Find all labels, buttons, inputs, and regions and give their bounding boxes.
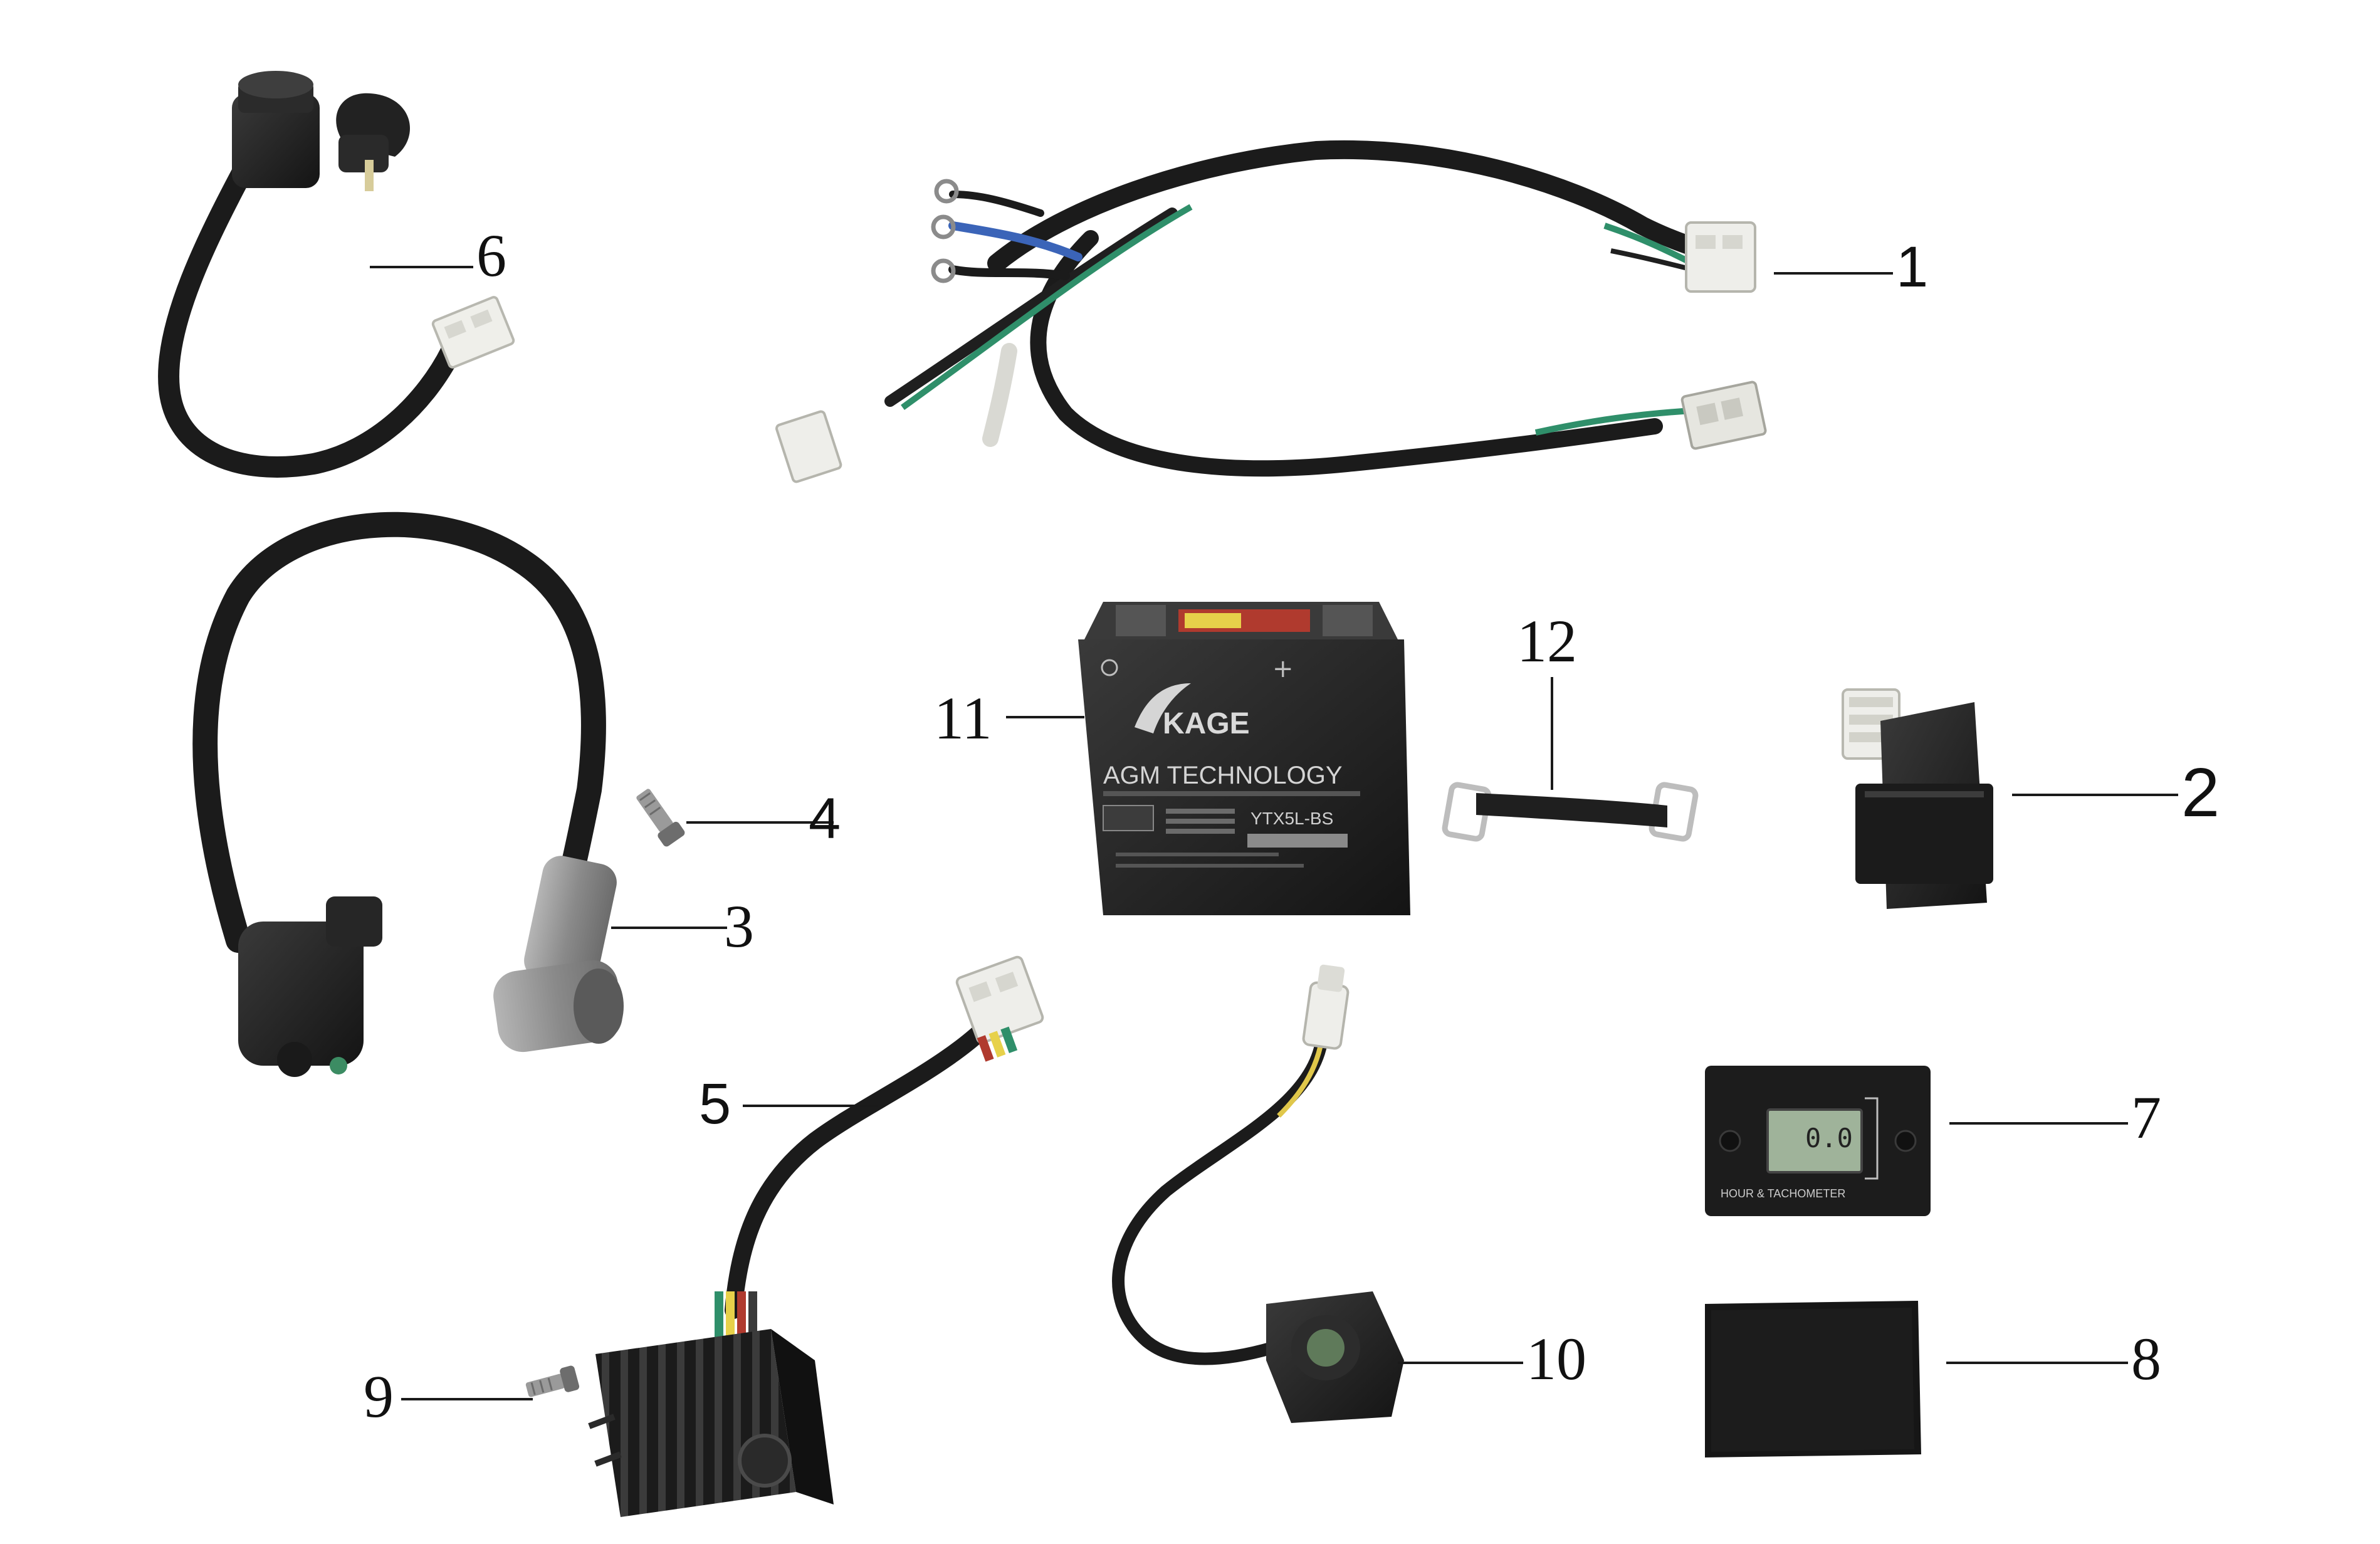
callout-12: 12 xyxy=(1517,607,1577,675)
hour-meter-caption: HOUR & TACHOMETER xyxy=(1721,1187,1845,1200)
callout-3: 3 xyxy=(724,893,754,960)
leader-5 xyxy=(743,1105,878,1107)
battery-model: YTX5L-BS xyxy=(1250,809,1333,828)
leader-2 xyxy=(2012,794,2178,796)
battery-strap xyxy=(1442,782,1699,842)
callout-5: 5 xyxy=(699,1072,731,1136)
foam-pad xyxy=(1705,1301,1921,1457)
leader-12 xyxy=(1551,677,1553,790)
callout-7: 7 xyxy=(2131,1084,2161,1151)
leader-7 xyxy=(1949,1122,2128,1125)
screw-9 xyxy=(525,1365,580,1397)
callout-6: 6 xyxy=(476,222,506,289)
sensor-switch xyxy=(1112,964,1404,1423)
callout-10: 10 xyxy=(1526,1325,1586,1392)
callout-8: 8 xyxy=(2131,1325,2161,1392)
voltage-regulator xyxy=(588,955,1044,1517)
hour-meter: 0.0 HOUR & TACHOMETER xyxy=(1705,1066,1931,1216)
callout-9: 9 xyxy=(364,1363,394,1430)
switch-connector xyxy=(431,296,515,369)
leader-6 xyxy=(370,266,473,268)
cdi-module xyxy=(1842,688,1993,909)
leader-3 xyxy=(611,927,727,929)
leader-8 xyxy=(1946,1362,2128,1364)
leader-1 xyxy=(1774,272,1893,275)
leader-4 xyxy=(686,821,834,824)
battery-brand: KAGE xyxy=(1163,707,1250,740)
battery-technology: AGM TECHNOLOGY xyxy=(1103,762,1343,789)
bolt-4 xyxy=(636,789,685,847)
leader-10 xyxy=(1398,1362,1523,1364)
leader-9 xyxy=(401,1398,533,1400)
callout-1: 1 xyxy=(1896,235,1929,299)
ignition-coil xyxy=(192,512,624,1077)
ignition-switch xyxy=(158,71,515,478)
leader-11 xyxy=(1006,716,1084,718)
coil-body xyxy=(238,922,364,1066)
callout-2: 2 xyxy=(2181,754,2220,831)
battery: + KAGE AGM TECHNOLOGY YTX5L-BS xyxy=(1078,602,1410,915)
callout-11: 11 xyxy=(934,685,992,752)
hour-meter-reading: 0.0 xyxy=(1805,1123,1853,1153)
callout-4: 4 xyxy=(809,787,841,851)
switch-body xyxy=(232,94,320,188)
ignition-key xyxy=(336,93,410,191)
harness-connector-a xyxy=(1685,221,1756,293)
svg-text:+: + xyxy=(1272,654,1294,683)
wiring-harness xyxy=(775,140,1767,483)
regulator-connector xyxy=(955,955,1044,1062)
spark-plug-cap xyxy=(493,856,624,1053)
